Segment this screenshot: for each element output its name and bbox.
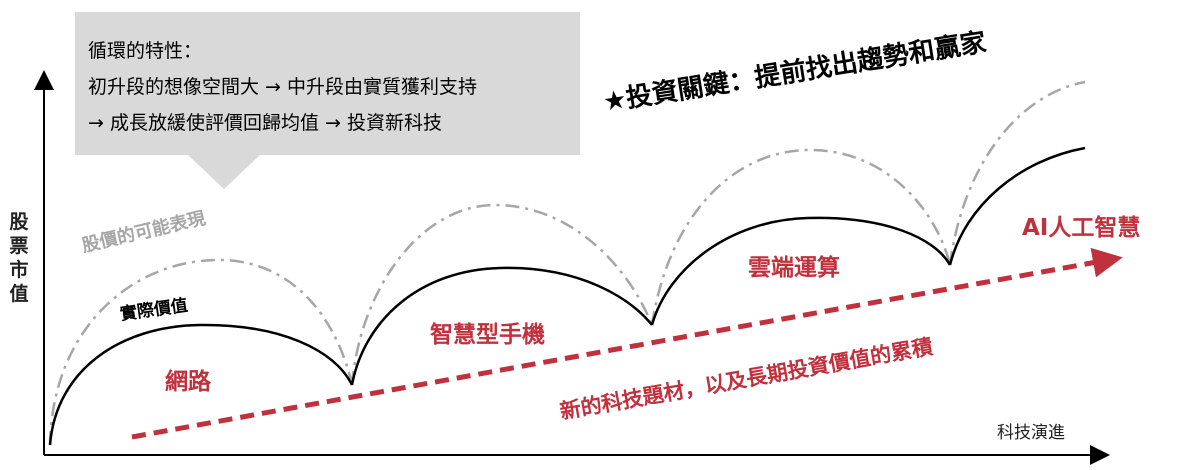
phase-label-ai: AI人工智慧 [1022,215,1141,241]
phase-label-smartphone: 智慧型手機 [430,322,545,348]
x-axis-label: 科技演進 [997,423,1065,443]
cycle-callout-box [75,12,580,155]
callout-line-1: 初升段的想像空間大 → 中升段由實質獲利支持 [88,76,478,98]
actual-value-curve [48,146,1086,446]
callout-line-2: → 成長放緩使評價回歸均值 → 投資新科技 [88,112,442,134]
callout-pointer [188,155,260,189]
callout-title: 循環的特性： [88,40,203,62]
trend-arrow [131,247,1123,440]
phase-label-internet: 網路 [165,369,211,395]
y-axis-label: 股票市值 [9,211,29,305]
potential-value-curve [48,80,1086,446]
phase-label-cloud: 雲端運算 [748,255,840,281]
